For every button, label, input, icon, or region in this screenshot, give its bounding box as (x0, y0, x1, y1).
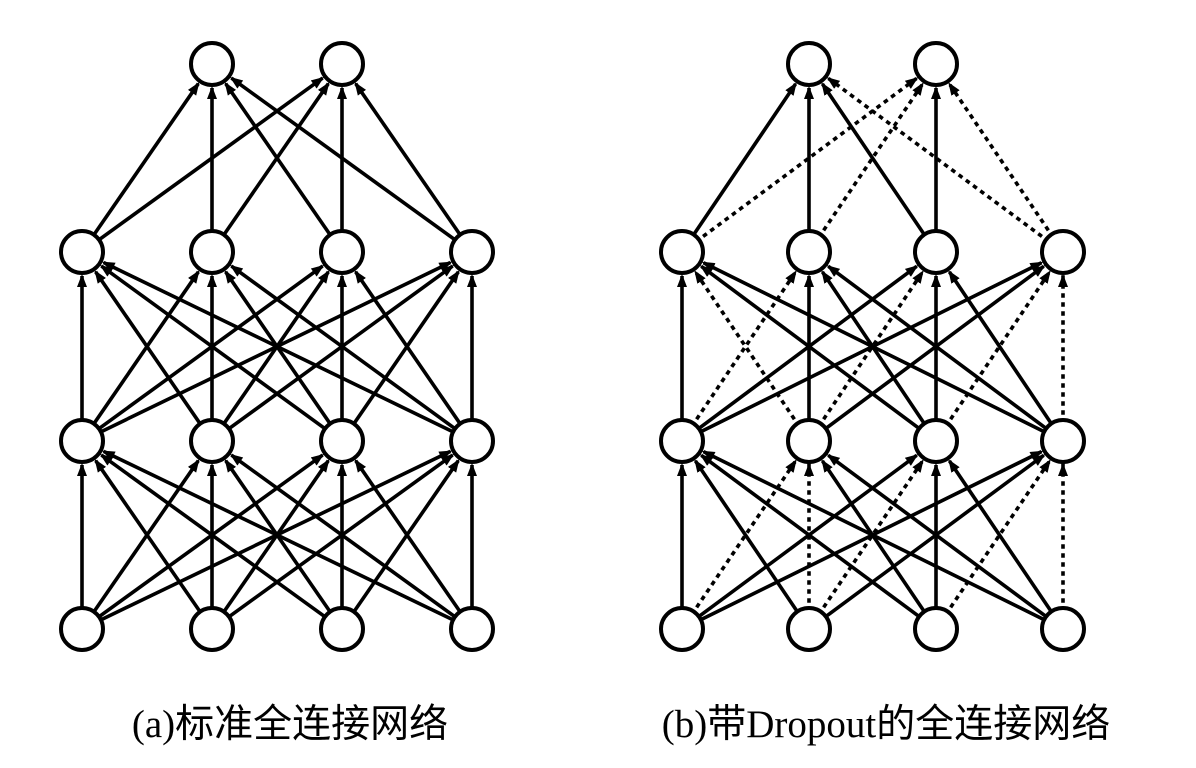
network-node-input (449, 606, 495, 652)
caption-panel-b: (b)带Dropout的全连接网络 (662, 703, 1110, 746)
network-edge-solid (351, 270, 460, 427)
network-edge-solid (229, 264, 458, 432)
network-node-hidden-2 (913, 229, 959, 275)
network-edge-solid (823, 453, 1046, 620)
network-edge-solid (351, 459, 460, 615)
network-edge-dotted (690, 269, 799, 428)
network-edge-solid (826, 264, 1049, 432)
network-edge-solid (696, 264, 919, 432)
network-edge-dotted (694, 75, 920, 244)
network-edge-dotted (944, 269, 1053, 428)
network-edge-dotted (946, 81, 1055, 239)
network-edge-solid (91, 270, 200, 427)
network-edge-solid (96, 264, 325, 432)
network-edge-solid (96, 453, 325, 620)
network-node-output (913, 41, 959, 87)
network-node-input (59, 606, 105, 652)
network-node-hidden-1 (449, 418, 495, 464)
network-node-hidden-1 (1040, 418, 1086, 464)
network-node-hidden-2 (189, 229, 235, 275)
network-edge-dotted (817, 269, 926, 428)
network-node-input (786, 606, 832, 652)
network-edge-dotted (692, 269, 801, 428)
network-edge-solid (99, 264, 328, 432)
network-edge-solid (699, 264, 922, 432)
network-edge-solid (691, 82, 798, 238)
network-edge-solid (99, 453, 328, 620)
network-edge-solid (701, 449, 1047, 623)
network-edge-solid (221, 82, 330, 238)
network-edge-solid (354, 459, 463, 615)
network-edge-solid (226, 453, 455, 620)
network-node-hidden-1 (189, 418, 235, 464)
network-edge-solid (221, 459, 330, 615)
network-edge-dotted (825, 75, 1051, 244)
network-edge-solid (696, 453, 919, 620)
network-edge-solid (701, 261, 1047, 435)
network-edge-solid (820, 82, 927, 238)
network-node-hidden-1 (59, 418, 105, 464)
network-edge-solid (947, 459, 1054, 615)
network-edge-dotted (817, 81, 926, 239)
network-node-hidden-2 (1040, 229, 1086, 275)
network-node-input (1040, 606, 1086, 652)
network-edge-solid (826, 453, 1049, 620)
network-edge-dotted (944, 458, 1053, 616)
network-edge-solid (947, 270, 1054, 427)
network-node-hidden-1 (659, 418, 705, 464)
network-node-input (659, 606, 705, 652)
network-node-hidden-2 (59, 229, 105, 275)
network-node-hidden-1 (319, 418, 365, 464)
network-edge-solid (94, 270, 203, 427)
network-node-input (319, 606, 365, 652)
caption-panel-a: (a)标准全连接网络 (132, 703, 448, 746)
network-node-hidden-2 (319, 229, 365, 275)
network-node-hidden-1 (913, 418, 959, 464)
network-edge-solid (221, 270, 330, 427)
network-node-output (319, 41, 365, 87)
network-edge-solid (91, 82, 200, 238)
network-edge-solid (229, 453, 458, 620)
network-edge-solid (354, 82, 463, 238)
network-node-input (913, 606, 959, 652)
network-edge-solid (96, 76, 325, 243)
network-node-output (786, 41, 832, 87)
network-node-hidden-2 (786, 229, 832, 275)
network-edge-solid (693, 459, 800, 615)
network-node-input (189, 606, 235, 652)
network-edge-solid (229, 76, 458, 243)
network-a-diagram (59, 41, 495, 652)
network-edge-solid (94, 459, 203, 615)
network-edge-solid (101, 449, 456, 623)
network-edge-solid (224, 82, 333, 238)
network-b-diagram (659, 41, 1086, 652)
network-edge-solid (226, 264, 455, 432)
network-edge-dotted (817, 458, 926, 616)
network-edge-solid (354, 270, 463, 427)
network-edge-dotted (690, 458, 799, 616)
network-node-hidden-2 (659, 229, 705, 275)
network-edge-solid (699, 453, 922, 620)
network-edge-solid (101, 260, 456, 435)
network-edge-solid (91, 459, 200, 615)
network-edge-solid (823, 264, 1046, 432)
network-node-hidden-1 (786, 418, 832, 464)
network-node-hidden-2 (449, 229, 495, 275)
network-node-output (189, 41, 235, 87)
